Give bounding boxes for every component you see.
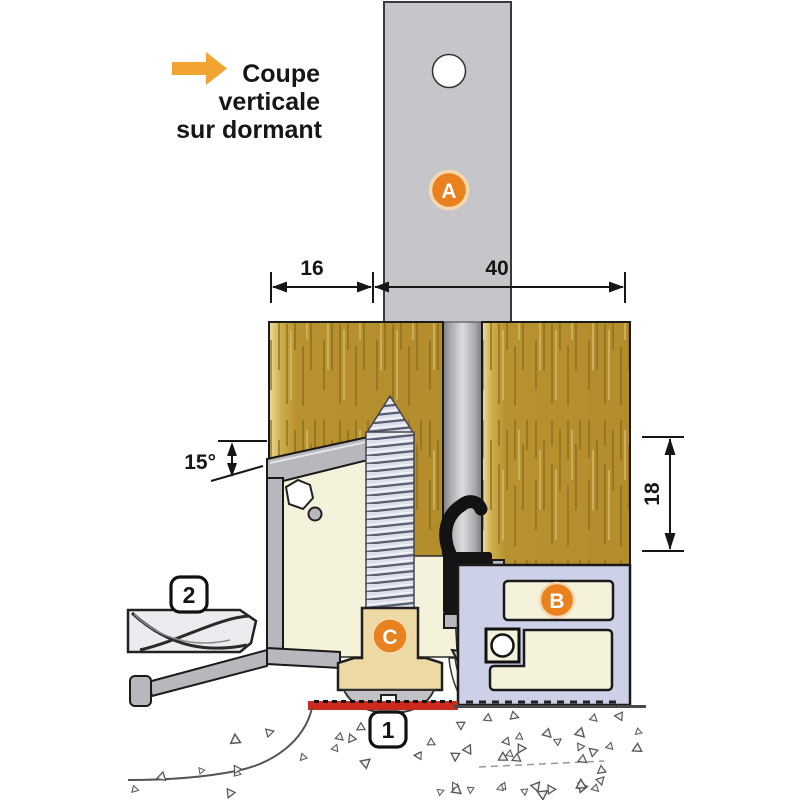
item-box-1: 1: [368, 710, 408, 749]
dimension-40-value: 40: [485, 257, 508, 280]
dimension-18-value: 18: [641, 482, 664, 506]
drill-flute-2: [139, 614, 250, 652]
dimension-18: [642, 436, 684, 552]
slab-joint-line: [478, 760, 605, 768]
screw-shaft: [365, 431, 415, 611]
badge-part-a: A: [428, 169, 470, 211]
chamber-lower: [488, 628, 614, 692]
profile-outer-leg: [146, 648, 268, 698]
badge-b-letter: B: [549, 590, 564, 613]
frame-bar-part-a: [383, 1, 512, 325]
badge-part-b: B: [538, 581, 576, 619]
arrow-right-icon: [172, 52, 227, 85]
profile-hook-foot: [129, 675, 152, 707]
profile-bottom-band: [266, 646, 341, 670]
ground-slab: [127, 705, 646, 800]
slab-edge-curve: [127, 707, 313, 781]
screw-channel-bore: [490, 633, 515, 658]
seal-lip-curve: [439, 495, 488, 565]
clip-lug: [307, 506, 323, 522]
item-box-2: 2: [169, 575, 209, 614]
dimension-angle-value: 15°: [184, 451, 216, 474]
drill-bit: [126, 608, 258, 654]
dimension-40: [374, 272, 626, 303]
screw-boss-hole: [284, 478, 315, 511]
fixing-screw: [364, 394, 416, 611]
sill-profile-part-b: [456, 563, 632, 707]
item-2-number: 2: [183, 582, 196, 608]
dimension-16: [270, 272, 374, 303]
badge-part-c: C: [371, 617, 409, 655]
title-line-1: Coupe: [242, 60, 320, 88]
title-line-2: verticale: [219, 88, 321, 116]
badge-c-letter: C: [382, 626, 397, 649]
dimension-angle-15: [210, 440, 267, 482]
item-1-number: 1: [382, 717, 395, 743]
wood-sill-right: [481, 321, 631, 566]
fixing-hole: [431, 53, 467, 89]
title-block: Coupe verticale sur dormant: [172, 52, 323, 144]
badge-a-letter: A: [441, 180, 456, 203]
title-line-3: sur dormant: [176, 116, 323, 144]
drill-flute-highlight: [133, 613, 231, 644]
sealing-strip: [308, 700, 458, 710]
stipple-field: [131, 710, 643, 800]
dimension-16-value: 16: [300, 257, 323, 280]
profile-left-wall: [266, 477, 284, 661]
